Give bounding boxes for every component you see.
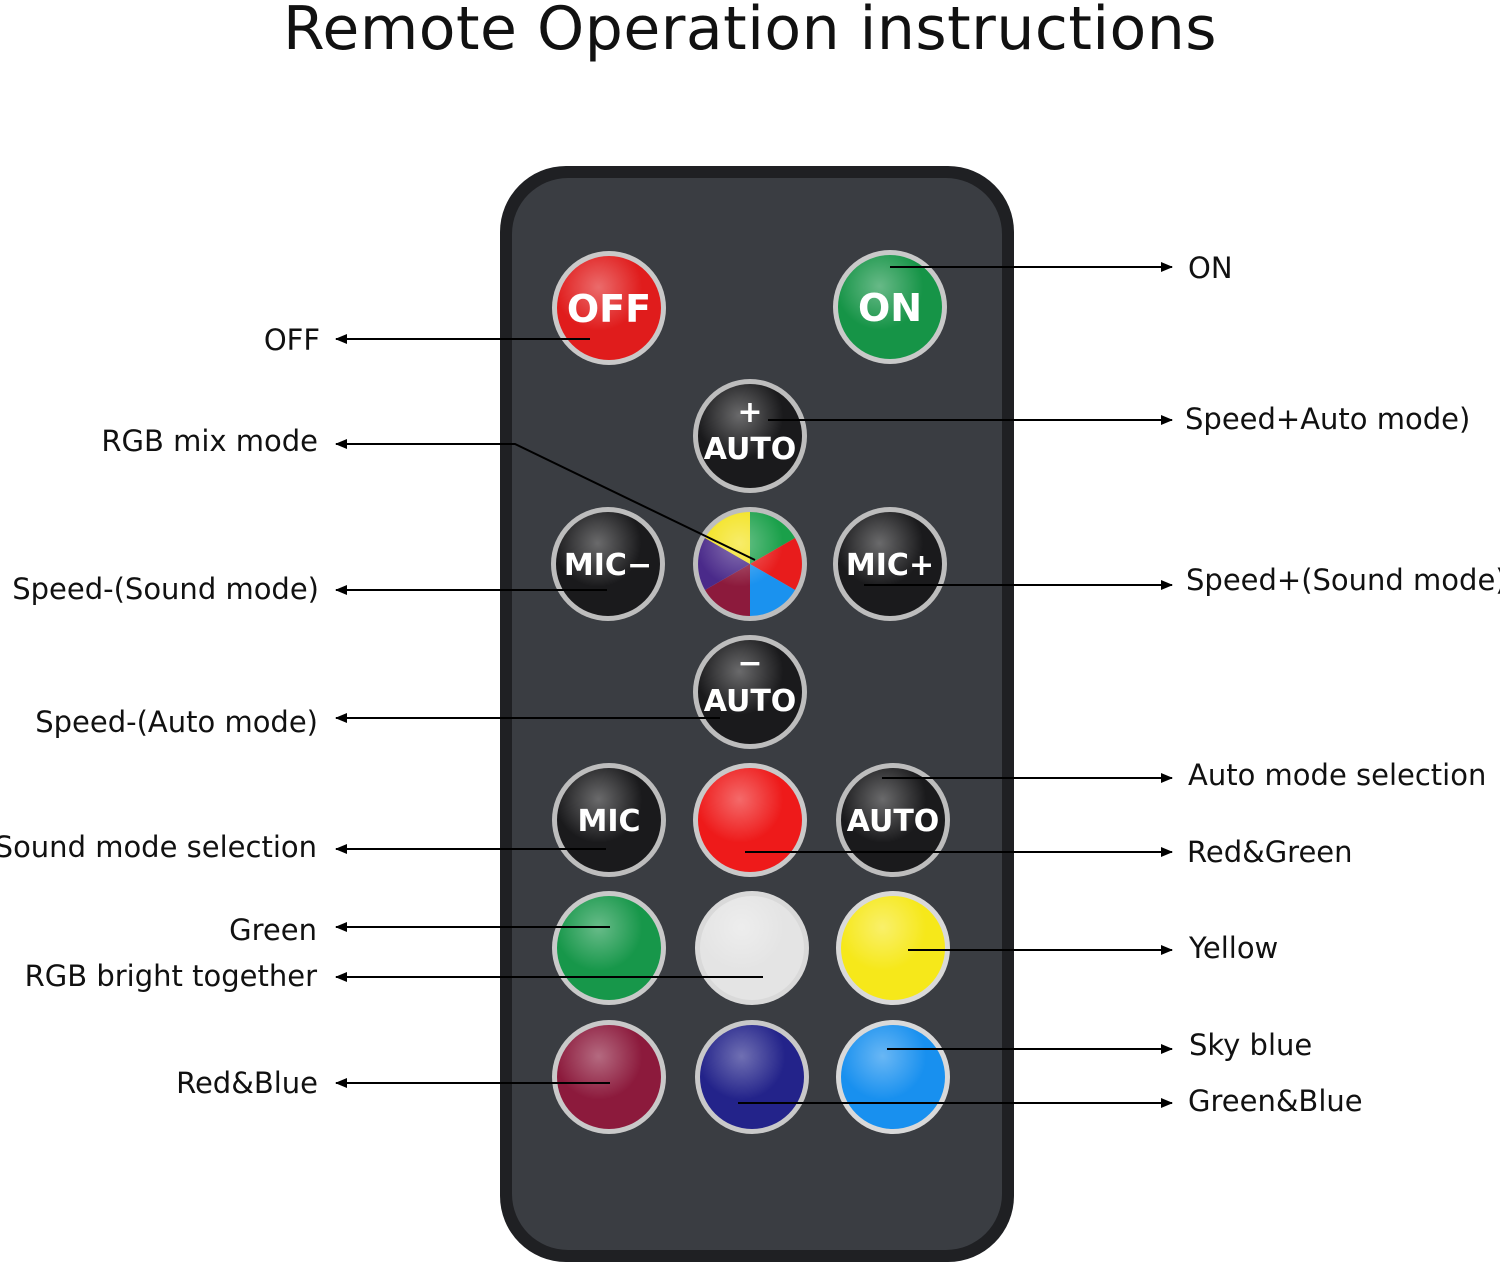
label-green: Green xyxy=(229,913,317,947)
on-button[interactable]: ON xyxy=(833,250,947,364)
off-button-label: OFF xyxy=(567,287,651,331)
white-button[interactable] xyxy=(695,891,809,1005)
auto-label: AUTO xyxy=(847,804,940,839)
plus-sign-icon: + xyxy=(737,395,762,430)
label-on: ON xyxy=(1188,251,1233,285)
mic-plus-button[interactable]: MIC+ xyxy=(833,507,947,621)
callout-arrows xyxy=(335,262,1173,1108)
label-rgb-mix: RGB mix mode xyxy=(101,424,318,458)
mic-label: MIC xyxy=(577,804,640,839)
label-sky-blue: Sky blue xyxy=(1189,1028,1313,1062)
mic-button[interactable]: MIC xyxy=(552,763,666,877)
label-red-green: Red&Green xyxy=(1187,835,1353,869)
label-speed-plus-sound: Speed+(Sound mode) xyxy=(1186,563,1500,597)
auto-plus-button[interactable]: + AUTO xyxy=(693,379,807,493)
label-green-blue: Green&Blue xyxy=(1188,1084,1363,1118)
label-speed-minus-auto: Speed-(Auto mode) xyxy=(35,705,318,739)
page-title: Remote Operation instructions xyxy=(282,0,1218,64)
label-red-blue: Red&Blue xyxy=(176,1066,318,1100)
auto-minus-button[interactable]: − AUTO xyxy=(693,635,807,749)
mic-minus-label: MIC− xyxy=(564,548,652,583)
mic-minus-button[interactable]: MIC− xyxy=(551,507,665,621)
label-auto-mode-selection: Auto mode selection xyxy=(1188,758,1487,792)
label-speed-plus-auto: Speed+Auto mode) xyxy=(1185,402,1471,436)
yellow-button[interactable] xyxy=(836,891,950,1005)
red-button[interactable] xyxy=(693,763,807,877)
navy-button[interactable] xyxy=(695,1020,809,1134)
maroon-button[interactable] xyxy=(552,1020,666,1134)
minus-sign-icon: − xyxy=(737,646,762,681)
label-speed-minus-sound: Speed-(Sound mode) xyxy=(12,572,319,606)
label-yellow: Yellow xyxy=(1189,931,1279,965)
auto-minus-label: AUTO xyxy=(704,684,797,719)
auto-button[interactable]: AUTO xyxy=(836,763,950,877)
label-sound-mode-selection: Sound mode selection xyxy=(0,830,317,864)
rgb-mix-button[interactable] xyxy=(693,507,807,621)
label-off: OFF xyxy=(263,323,320,357)
auto-plus-label: AUTO xyxy=(704,432,797,467)
off-button[interactable]: OFF xyxy=(552,251,666,365)
on-button-label: ON xyxy=(858,286,922,330)
green-button[interactable] xyxy=(552,891,666,1005)
arrow-rgb-mix xyxy=(335,439,756,561)
skyblue-button[interactable] xyxy=(836,1020,950,1134)
mic-plus-label: MIC+ xyxy=(846,548,934,583)
label-rgb-bright: RGB bright together xyxy=(24,959,317,993)
